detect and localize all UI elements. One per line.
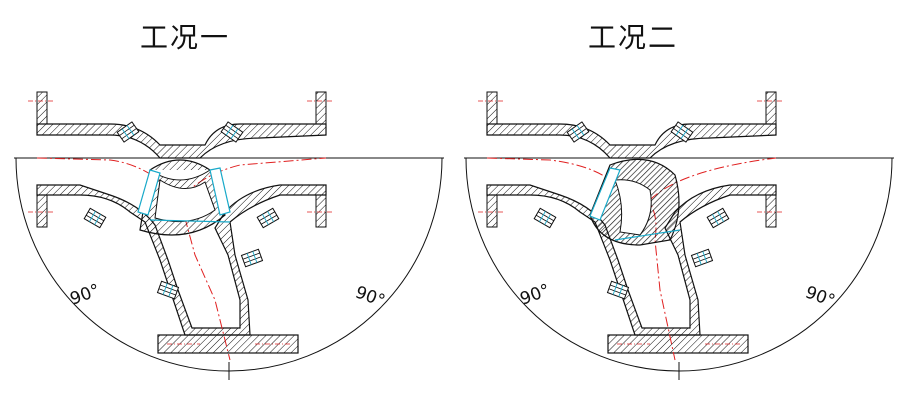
seal-left bbox=[589, 167, 621, 221]
seal-bottom bbox=[614, 229, 681, 241]
condition-one-title: 工况一 bbox=[140, 21, 231, 54]
condition-two-drawing: 90° 90° bbox=[464, 92, 894, 380]
angle-label-left: 90° bbox=[67, 280, 102, 309]
angle-label-right: 90° bbox=[802, 282, 837, 311]
condition-one-drawing: 90° 90° bbox=[14, 92, 444, 380]
flow-centerline bbox=[36, 157, 327, 201]
flow-centerline bbox=[486, 157, 611, 181]
angle-label-right: 90° bbox=[352, 282, 387, 311]
seal-left bbox=[137, 169, 161, 216]
angle-label-left: 90° bbox=[517, 280, 552, 309]
condition-two-title: 工况二 bbox=[588, 21, 679, 54]
seal-right bbox=[209, 167, 231, 216]
